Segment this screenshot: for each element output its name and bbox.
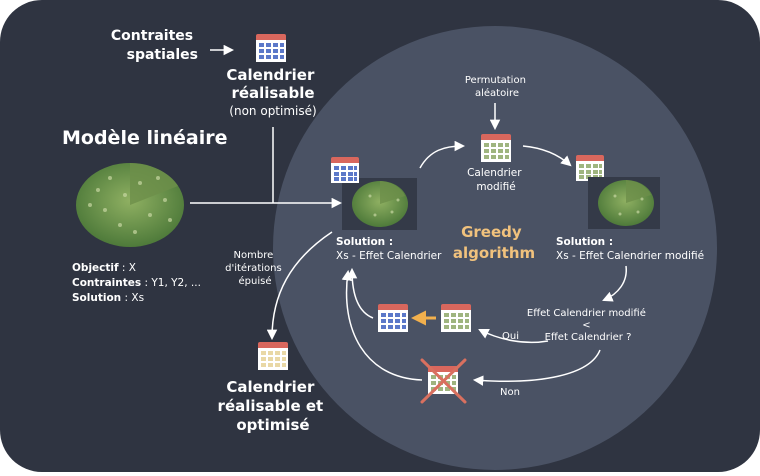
calendar-blue-icon	[256, 34, 286, 62]
linear-model-title: Modèle linéaire	[62, 127, 228, 149]
solution-left-image	[342, 178, 417, 230]
calendar-modified-icon	[481, 134, 511, 162]
cross-icon	[420, 358, 467, 404]
arrow-loop-from-yes	[346, 267, 374, 319]
svg-text:Contraintes : Y1, Y2, ...: Contraintes : Y1, Y2, ...	[72, 277, 201, 289]
solution-right-label: Solution : Xs - Effet Calendrier modifié	[556, 236, 704, 262]
arrow-to-comparison	[602, 265, 627, 302]
arrow-no	[472, 349, 601, 386]
feasible-calendar-label: Calendrier réalisable	[226, 66, 319, 102]
arrow-modified-to-right-solution	[522, 145, 572, 167]
arrow-yes	[478, 329, 549, 344]
spatial-constraints-label: Contraites spatiales	[111, 28, 198, 63]
not-optimized-label: (non optimisé)	[229, 104, 316, 118]
svg-text:Objectif : X: Objectif : X	[72, 262, 136, 274]
final-calendar-label: Calendrier réalisable et optimisé	[218, 378, 329, 434]
arrow-solution-to-modified	[419, 140, 466, 169]
calendar-replaced-icon	[378, 304, 408, 332]
random-permutation-label: Permutation aléatoire	[465, 75, 529, 99]
no-label: Non	[500, 387, 520, 398]
solution-right-image	[588, 177, 660, 229]
solution-left-label: Solution : Xs - Effet Calendrier	[336, 236, 442, 262]
calendar-final-icon	[258, 342, 288, 370]
arrow-loop-from-no	[341, 269, 423, 381]
greedy-region-circle	[273, 26, 717, 470]
modified-calendar-label: Calendrier modifié	[467, 167, 525, 193]
forest-model-image	[76, 163, 184, 247]
model-details: Objectif : X Contraintes : Y1, Y2, ... S…	[72, 262, 201, 304]
yes-label: Oui	[502, 331, 519, 342]
calendar-solution-icon	[331, 157, 359, 183]
greedy-algorithm-title: Greedy algorithm	[453, 223, 535, 262]
iterations-label: Nombre d'itérations épuisé	[225, 250, 285, 287]
comparison-label: Effet Calendrier modifié < Effet Calendr…	[527, 307, 649, 343]
svg-text:Solution : Xs: Solution : Xs	[72, 292, 144, 304]
calendar-right-icon	[576, 155, 604, 181]
arrow-iterations-exhausted	[266, 231, 333, 341]
calendar-accepted-icon	[441, 304, 471, 332]
